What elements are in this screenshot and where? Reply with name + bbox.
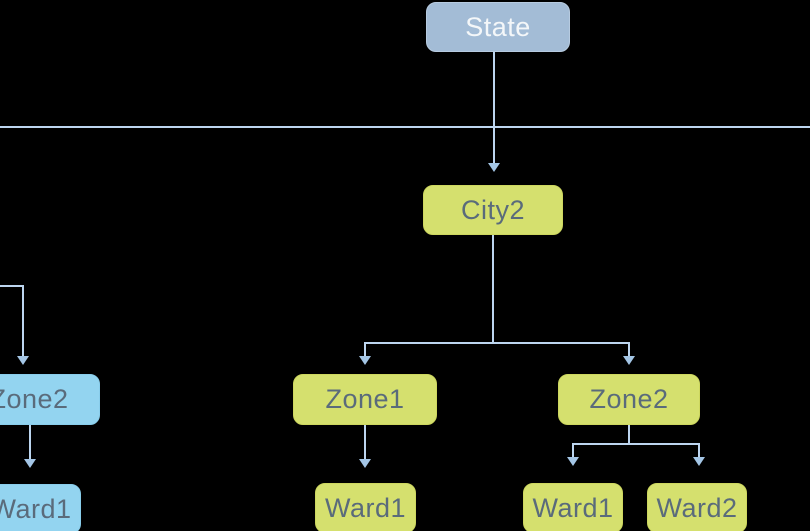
connector-zone1-ward1-arrow-icon — [359, 459, 371, 468]
node-city2-label: City2 — [460, 194, 525, 225]
connector-city2-drop-line — [492, 235, 494, 344]
connector-ward2zone2-drop-line — [698, 443, 700, 458]
connector-state-city2-arrow-icon — [488, 163, 500, 172]
connector-zone2-wards-hline — [572, 443, 700, 445]
node-zone2-label: Zone2 — [589, 384, 669, 414]
node-ward1-left: Ward1 — [0, 484, 81, 531]
node-zone2: Zone2 — [558, 374, 700, 425]
node-ward2-zone2-label: Ward2 — [656, 492, 738, 523]
connector-zone1-arrow-icon — [359, 356, 371, 365]
connector-zone1-drop-line — [364, 342, 366, 357]
connector-ward2zone2-arrow-icon — [693, 457, 705, 466]
node-zone2-left: Zone2 — [0, 374, 100, 425]
node-ward1-zone2: Ward1 — [523, 483, 623, 531]
connector-zone2-drop-line — [628, 342, 630, 357]
connector-ward1zone2-drop-line — [572, 443, 574, 458]
node-zone2-left-label: Zone2 — [0, 384, 69, 414]
connector-offscreen-zone2left-hline — [0, 285, 24, 287]
connector-zone2left-ward1left-arrow-icon — [24, 459, 36, 468]
node-city2: City2 — [423, 185, 563, 235]
connector-zone1-ward1-line — [364, 425, 366, 460]
connector-rank-line — [0, 126, 810, 128]
node-ward1-left-label: Ward1 — [0, 493, 72, 524]
connector-ward1zone2-arrow-icon — [567, 457, 579, 466]
connector-offscreen-zone2left-arrow-icon — [17, 356, 29, 365]
connector-city2-zones-hline — [364, 342, 630, 344]
node-ward1-zone1: Ward1 — [315, 483, 416, 531]
node-ward1-zone1-label: Ward1 — [324, 492, 407, 523]
node-zone1-label: Zone1 — [325, 384, 405, 414]
node-zone1: Zone1 — [293, 374, 437, 425]
node-ward2-zone2: Ward2 — [647, 483, 747, 531]
connector-offscreen-zone2left-vline — [22, 285, 24, 357]
node-ward1-zone2-label: Ward1 — [532, 492, 614, 523]
node-state: State — [426, 2, 570, 52]
connector-zone2left-ward1left-line — [29, 425, 31, 460]
connector-state-city2-line — [493, 52, 495, 164]
node-state-label: State — [465, 11, 531, 42]
connector-zone2-arrow-icon — [623, 356, 635, 365]
connector-zone2-stub-line — [628, 425, 630, 445]
